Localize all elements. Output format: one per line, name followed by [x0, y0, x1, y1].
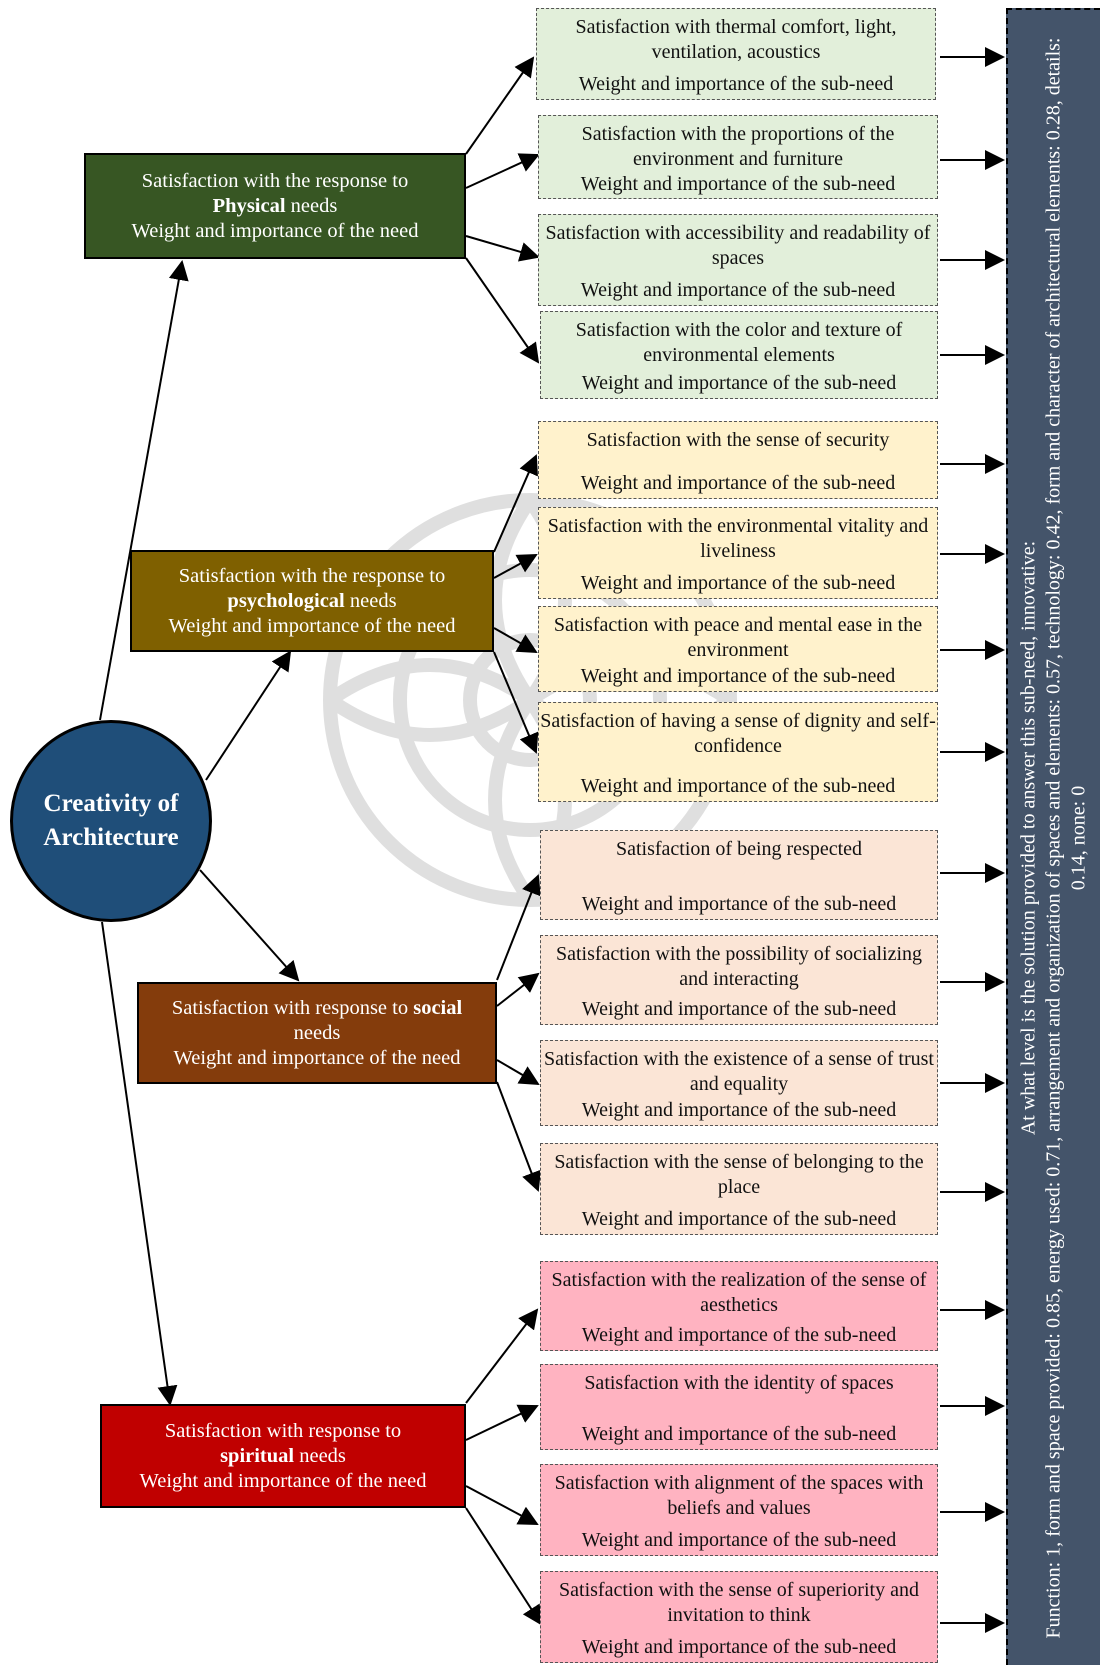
- subneed-box: Satisfaction with the sense of superiori…: [540, 1571, 938, 1663]
- subneed-box: Satisfaction with the identity of spaces…: [540, 1364, 938, 1450]
- subneed-weight: Weight and importance of the sub-need: [580, 472, 896, 494]
- center-node-creativity: Creativity of Architecture: [10, 720, 212, 922]
- need-box-spiritual: Satisfaction with response to spiritual …: [100, 1404, 466, 1508]
- subneed-weight: Weight and importance of the sub-need: [578, 73, 894, 95]
- subneed-text: Satisfaction with the proportions of the…: [581, 123, 895, 170]
- subneed-box: Satisfaction with the sense of belonging…: [540, 1143, 938, 1235]
- subneed-box: Satisfaction with the possibility of soc…: [540, 935, 938, 1025]
- arrow-psych-sub6: [493, 554, 538, 579]
- innovation-scale: Function: 1, form and space provided: 0.…: [1042, 37, 1090, 1638]
- center-line2: Architecture: [43, 824, 179, 851]
- subneed-text: Satisfaction with the sense of security: [586, 429, 890, 451]
- need-box-social: Satisfaction with response to social nee…: [137, 982, 497, 1084]
- subneed-weight: Weight and importance of the sub-need: [580, 775, 896, 797]
- arrow-center-psychological: [205, 650, 292, 781]
- subneed-box: Satisfaction of being respected Weight a…: [540, 830, 938, 920]
- subneed-box: Satisfaction with the environmental vita…: [538, 507, 938, 599]
- need-post: needs: [290, 194, 338, 217]
- subneed-weight: Weight and importance of the sub-need: [580, 173, 896, 195]
- subneed-weight: Weight and importance of the sub-need: [580, 279, 896, 301]
- subneed-text: Satisfaction with the possibility of soc…: [555, 943, 923, 990]
- arrow-center-physical: [99, 260, 189, 721]
- innovation-scale-panel: At what level is the solution provided t…: [1006, 8, 1100, 1665]
- arrow-physical-sub1: [465, 56, 535, 155]
- subneed-text: Satisfaction with the realization of the…: [551, 1269, 927, 1316]
- arrow-social-sub9: [496, 874, 541, 981]
- subneed-weight: Weight and importance of the sub-need: [581, 1324, 897, 1346]
- need-pre: Satisfaction with the response to: [141, 169, 409, 192]
- need-pre: Satisfaction with response to: [171, 996, 409, 1019]
- subneed-text: Satisfaction of having a sense of dignit…: [540, 710, 936, 757]
- subneed-weight: Weight and importance of the sub-need: [580, 572, 896, 594]
- need-post: needs: [349, 589, 397, 612]
- arrow-center-social: [199, 869, 300, 982]
- subneed-text: Satisfaction with the environmental vita…: [547, 515, 929, 562]
- need-bold: spiritual: [220, 1444, 295, 1467]
- subneed-weight: Weight and importance of the sub-need: [581, 1529, 897, 1551]
- need-pre: Satisfaction with response to: [164, 1419, 402, 1442]
- subneed-text: Satisfaction with the sense of superiori…: [559, 1579, 919, 1626]
- subneed-text: Satisfaction with peace and mental ease …: [553, 614, 923, 661]
- arrow-spiritual-sub16: [465, 1507, 543, 1626]
- need-weight: Weight and importance of the need: [168, 614, 456, 637]
- subneed-box: Satisfaction of having a sense of dignit…: [538, 702, 938, 802]
- arrow-spiritual-sub15: [465, 1485, 539, 1525]
- arrow-physical-sub2: [465, 153, 540, 189]
- arrow-social-sub12: [496, 1081, 541, 1192]
- need-post: needs: [293, 1021, 341, 1044]
- subneed-box: Satisfaction with the realization of the…: [540, 1261, 938, 1351]
- arrow-center-spiritual: [101, 921, 178, 1406]
- subneed-text: Satisfaction with the sense of belonging…: [554, 1151, 924, 1198]
- arrow-psych-sub5: [493, 454, 538, 553]
- arrow-social-sub11: [496, 1059, 540, 1086]
- center-line1: Creativity of: [43, 790, 179, 817]
- arrow-physical-sub3: [465, 235, 540, 262]
- subneed-text: Satisfaction with the color and texture …: [575, 319, 903, 366]
- subneed-text: Satisfaction with accessibility and read…: [545, 222, 931, 269]
- arrow-spiritual-sub14: [465, 1404, 539, 1441]
- need-box-psychological: Satisfaction with the response to psycho…: [130, 550, 494, 652]
- innovation-question: At what level is the solution provided t…: [1017, 540, 1040, 1135]
- subneed-weight: Weight and importance of the sub-need: [580, 665, 896, 687]
- subneed-weight: Weight and importance of the sub-need: [581, 893, 897, 915]
- subneed-weight: Weight and importance of the sub-need: [581, 1208, 897, 1230]
- subneed-box: Satisfaction with the sense of security …: [538, 421, 938, 499]
- need-bold: psychological: [227, 589, 345, 612]
- subneed-text: Satisfaction of being respected: [615, 838, 863, 860]
- arrow-psych-sub7: [493, 627, 538, 653]
- need-bold: Physical: [212, 194, 286, 217]
- subneed-box: Satisfaction with peace and mental ease …: [538, 606, 938, 692]
- subneed-box: Satisfaction with the existence of a sen…: [540, 1040, 938, 1126]
- subneed-weight: Weight and importance of the sub-need: [581, 1636, 897, 1658]
- arrow-social-sub10: [496, 972, 540, 1007]
- subneed-weight: Weight and importance of the sub-need: [581, 1423, 897, 1445]
- need-pre: Satisfaction with the response to: [178, 564, 446, 587]
- subneed-text: Satisfaction with the identity of spaces: [584, 1372, 894, 1394]
- subneed-box: Satisfaction with the color and texture …: [540, 311, 938, 399]
- subneed-text: Satisfaction with the existence of a sen…: [544, 1048, 934, 1095]
- subneed-box: Satisfaction with the proportions of the…: [538, 115, 938, 199]
- need-post: needs: [299, 1444, 346, 1467]
- subneed-weight: Weight and importance of the sub-need: [581, 1099, 897, 1121]
- arrow-physical-sub4: [465, 257, 540, 364]
- subneed-text: Satisfaction with alignment of the space…: [554, 1472, 924, 1519]
- subneed-weight: Weight and importance of the sub-need: [581, 372, 897, 394]
- subneed-box: Satisfaction with accessibility and read…: [538, 214, 938, 306]
- arrow-psych-sub8: [493, 651, 539, 754]
- subneed-box: Satisfaction with alignment of the space…: [540, 1464, 938, 1556]
- arrow-spiritual-sub13: [465, 1308, 539, 1404]
- need-box-physical: Satisfaction with the response to Physic…: [84, 153, 466, 259]
- need-weight: Weight and importance of the need: [173, 1046, 461, 1069]
- need-weight: Weight and importance of the need: [139, 1469, 427, 1492]
- subneed-weight: Weight and importance of the sub-need: [581, 998, 897, 1020]
- need-weight: Weight and importance of the need: [131, 219, 419, 242]
- subneed-text: Satisfaction with thermal comfort, light…: [575, 16, 897, 63]
- need-bold: social: [413, 996, 463, 1019]
- subneed-box: Satisfaction with thermal comfort, light…: [536, 8, 936, 100]
